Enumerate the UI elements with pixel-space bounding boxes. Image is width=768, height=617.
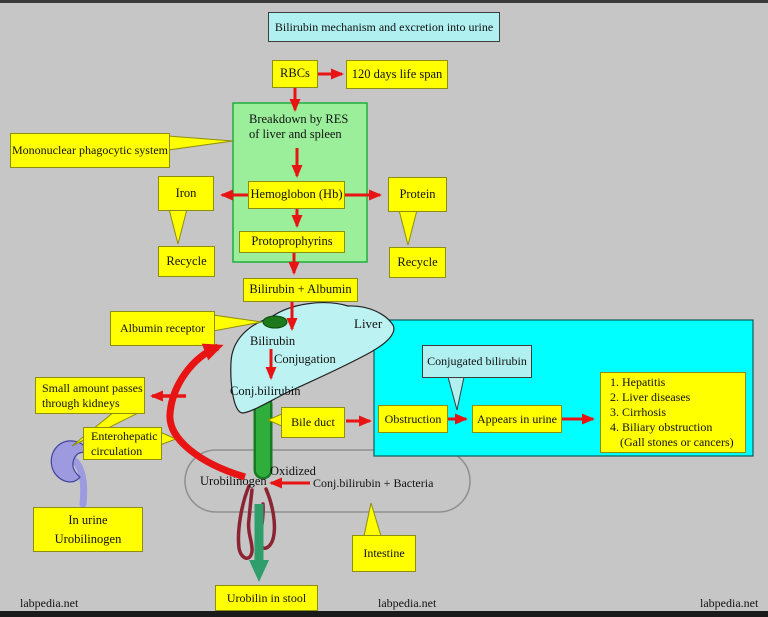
node-iron: Iron xyxy=(158,176,214,211)
liver-conjugation-label: Conjugation xyxy=(274,352,336,366)
albumin-receptor-ellipse xyxy=(262,315,288,329)
disease-item: (Gall stones or cancers) xyxy=(620,435,734,449)
res-breakdown-label: Breakdown by RES of liver and spleen xyxy=(249,112,349,141)
intestine-conj-bacteria-label: Conj.bilirubin + Bacteria xyxy=(313,476,434,490)
footer-center: labpedia.net xyxy=(378,596,437,610)
iron-pointer xyxy=(168,208,188,245)
bottom-bar xyxy=(0,611,768,617)
disease-item: 3. Cirrhosis xyxy=(610,405,667,419)
node-appears-in-urine: Appears in urine xyxy=(472,405,562,433)
disease-item: 2. Liver diseases xyxy=(610,390,691,404)
callout-small-amount: Small amount passes through kidneys xyxy=(35,377,145,414)
ureter-shape xyxy=(71,457,88,508)
node-in-urine: In urine Urobilinogen xyxy=(33,507,143,552)
liver-conj-bilirubin-label: Conj.bilirubin xyxy=(230,384,301,398)
callout-albumin-receptor: Albumin receptor xyxy=(110,311,215,346)
node-rbcs: RBCs xyxy=(272,60,318,88)
node-obstruction: Obstruction xyxy=(378,405,448,433)
footer-right: labpedia.net xyxy=(700,596,759,610)
callout-mononuclear: Mononuclear phagocytic system xyxy=(10,133,170,168)
top-bar xyxy=(0,0,768,3)
callout-bile-duct: Bile duct xyxy=(281,407,345,438)
node-protein: Protein xyxy=(388,177,447,212)
mononuclear-pointer xyxy=(167,135,234,151)
node-protoporphyrins: Protoprophyrins xyxy=(239,231,345,253)
node-hemoglobin: Hemoglobon (Hb) xyxy=(248,181,345,209)
liver-label: Liver xyxy=(354,316,383,331)
liver-bilirubin-label: Bilirubin xyxy=(250,334,296,348)
node-disease-list: 1. Hepatitis 2. Liver diseases 3. Cirrho… xyxy=(600,372,746,453)
intestine-urobilinogen-label: Urobilinogen xyxy=(200,474,267,488)
callout-intestine: Intestine xyxy=(352,535,416,572)
node-lifespan: 120 days life span xyxy=(346,60,448,89)
callout-enterohepatic: Enterohepatic circulation xyxy=(83,427,162,460)
node-urobilin-stool: Urobilin in stool xyxy=(215,585,318,611)
node-bilirubin-albumin: Bilirubin + Albumin xyxy=(243,278,358,302)
diagram-title: Bilirubin mechanism and excretion into u… xyxy=(268,12,500,42)
disease-item: 1. Hepatitis xyxy=(610,375,666,389)
enterohepatic-pointer xyxy=(159,431,178,446)
node-recycle-left: Recycle xyxy=(158,246,215,277)
node-recycle-right: Recycle xyxy=(389,247,446,278)
footer-left: labpedia.net xyxy=(20,596,79,610)
disease-item: 4. Biliary obstruction xyxy=(610,420,713,434)
protein-pointer xyxy=(398,209,418,246)
intestine-oxidized-label: Oxidized xyxy=(270,464,316,478)
callout-conjugated-bilirubin: Conjugated bilirubin xyxy=(422,345,532,378)
